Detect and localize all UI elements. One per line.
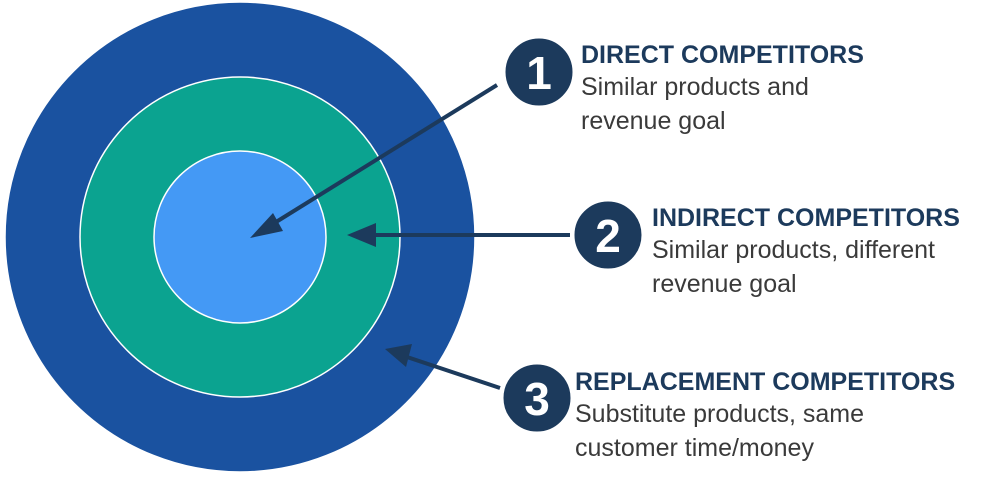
label-2-desc-line1: Similar products, different [652, 236, 935, 264]
badge-2-number: 2 [595, 210, 621, 262]
label-3-desc-line2: customer time/money [575, 434, 814, 462]
arrow-2 [347, 223, 570, 247]
label-3-title: REPLACEMENT COMPETITORS [575, 368, 956, 396]
badge-2: 2 [571, 198, 645, 272]
badge-3: 3 [500, 361, 574, 435]
label-1-desc-line2: revenue goal [581, 107, 726, 135]
badge-1-number: 1 [526, 47, 552, 99]
label-3-desc-line1: Substitute products, same [575, 400, 865, 428]
label-1-title: DIRECT COMPETITORS [581, 41, 864, 69]
label-direct-competitors: DIRECT COMPETITORS Similar products and … [581, 40, 864, 138]
inner-circle-direct [153, 150, 327, 324]
label-replacement-competitors: REPLACEMENT COMPETITORS Substitute produ… [575, 367, 955, 465]
label-2-title: INDIRECT COMPETITORS [652, 204, 960, 232]
badge-1: 1 [502, 35, 576, 109]
label-1-desc-line1: Similar products and [581, 73, 809, 101]
label-2-desc-line2: revenue goal [652, 270, 797, 298]
arrow-1 [250, 83, 499, 238]
label-indirect-competitors: INDIRECT COMPETITORS Similar products, d… [652, 203, 960, 301]
arrow-3 [385, 344, 501, 390]
badge-3-number: 3 [524, 373, 550, 425]
